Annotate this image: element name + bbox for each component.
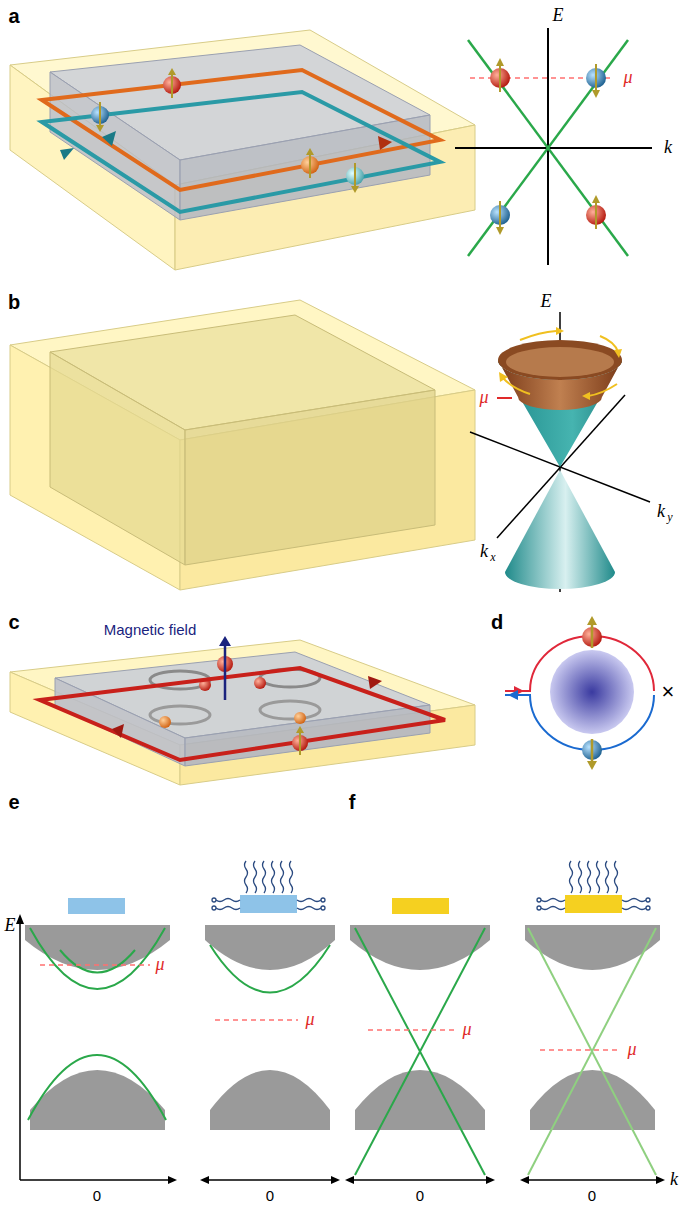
axis-subscript: y	[667, 511, 672, 524]
axis-tick: 0	[266, 1188, 274, 1205]
dirac-cone	[470, 312, 650, 592]
panel-letter: e	[8, 791, 19, 813]
chemical-potential: μ	[479, 388, 488, 408]
chemical-potential: μ	[623, 68, 632, 88]
axis-subscript: x	[490, 551, 495, 564]
slab-a	[10, 30, 475, 270]
chemical-potential: μ	[462, 1020, 471, 1040]
axis-label: k	[670, 1170, 678, 1190]
panel-letter: c	[8, 611, 19, 633]
panel-letter: a	[8, 5, 19, 27]
axis-tick: 0	[416, 1188, 424, 1205]
axis-label: k	[480, 542, 488, 562]
axis-tick: 0	[588, 1188, 596, 1205]
axis-label: k	[657, 502, 665, 522]
cross-mark: ×	[662, 680, 675, 704]
axis-label: E	[553, 6, 564, 26]
bands-e	[16, 861, 340, 1184]
scattering-d	[505, 616, 654, 770]
axis-tick: 0	[93, 1188, 101, 1205]
axis-label: k	[664, 138, 672, 158]
bands-f	[345, 861, 665, 1184]
slab-c	[10, 636, 475, 785]
panel-letter: b	[8, 291, 20, 313]
panel-letter: d	[491, 611, 503, 633]
axis-label: E	[5, 916, 16, 936]
axis-label: E	[541, 292, 552, 312]
field-label: Magnetic field	[104, 622, 197, 639]
slab-b	[10, 300, 475, 590]
chemical-potential: μ	[155, 955, 164, 975]
chemical-potential: μ	[627, 1040, 636, 1060]
panel-letter: f	[349, 791, 356, 813]
dispersion-a	[455, 28, 652, 265]
chemical-potential: μ	[305, 1010, 314, 1030]
